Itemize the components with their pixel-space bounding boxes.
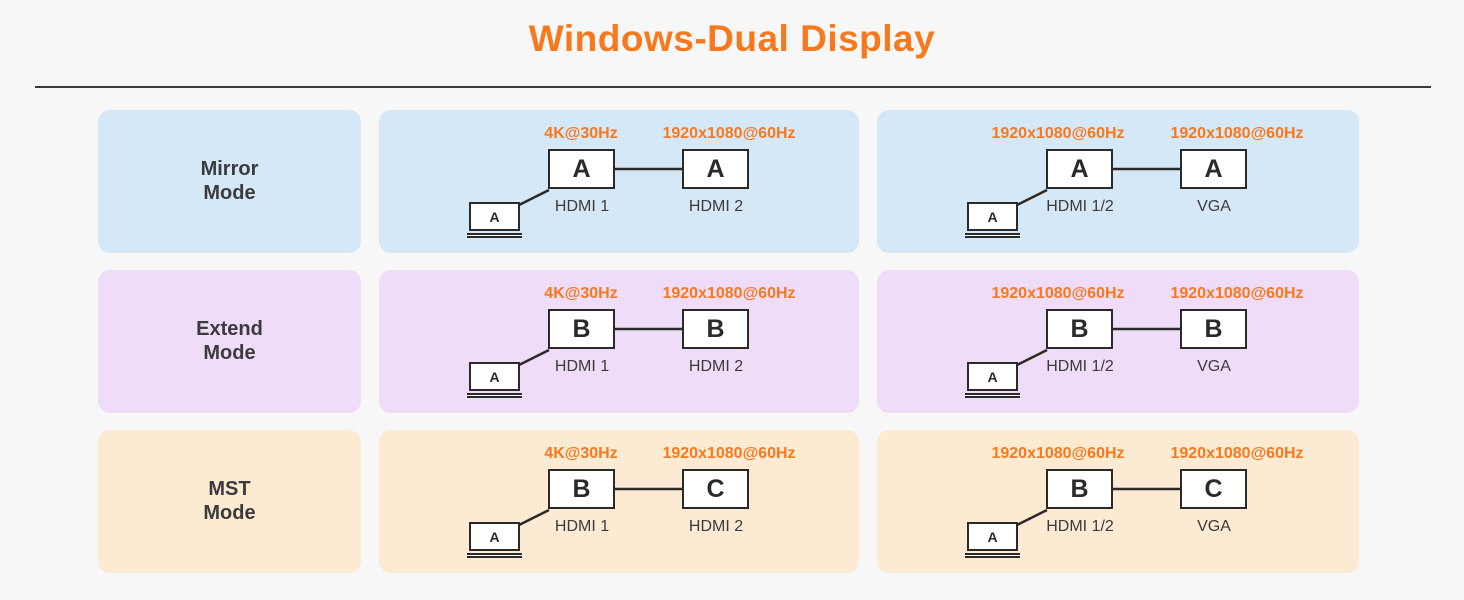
- laptop-letter: A: [987, 528, 998, 545]
- monitor-icon: A: [1180, 149, 1247, 189]
- monitor-icon: C: [682, 469, 749, 509]
- laptop-base-icon: [965, 233, 1020, 238]
- diagram-mst-hdmi: 4K@30Hz 1920x1080@60Hz B C HDMI 1 HDMI 2…: [379, 430, 859, 573]
- port-label: VGA: [1197, 358, 1231, 375]
- mode-label-line1: Mirror: [200, 157, 259, 180]
- port-label: HDMI 1: [554, 198, 610, 215]
- mode-label-extend: Extend Mode: [98, 270, 361, 413]
- laptop-base-icon: [965, 553, 1020, 558]
- port-label: HDMI 1: [554, 358, 610, 375]
- mode-label-line2: Mode: [203, 501, 256, 524]
- monitor-letter: B: [706, 314, 725, 343]
- laptop-icon: A: [967, 362, 1018, 391]
- laptop-letter: A: [987, 208, 998, 225]
- connection-lines-icon: [518, 487, 683, 527]
- resolution-label: 4K@30Hz: [544, 125, 618, 142]
- laptop-icon: A: [967, 202, 1018, 231]
- port-label: HDMI 1/2: [1046, 358, 1114, 375]
- monitor-icon: A: [548, 149, 615, 189]
- laptop-letter: A: [489, 208, 500, 225]
- monitor-icon: B: [1046, 309, 1113, 349]
- mode-label-line2: Mode: [203, 341, 256, 364]
- resolution-label: 4K@30Hz: [544, 285, 618, 302]
- resolution-label: 4K@30Hz: [544, 445, 618, 462]
- monitor-letter: B: [572, 314, 591, 343]
- port-label: VGA: [1197, 518, 1231, 535]
- port-label: HDMI 1/2: [1046, 198, 1114, 215]
- monitor-letter: C: [706, 474, 725, 503]
- laptop-letter: A: [987, 368, 998, 385]
- port-label: HDMI 2: [688, 518, 744, 535]
- title-divider: [35, 86, 1431, 88]
- resolution-label: 1920x1080@60Hz: [662, 445, 796, 462]
- connection-lines-icon: [1016, 487, 1181, 527]
- diagram-extend-hdmi: 4K@30Hz 1920x1080@60Hz B B HDMI 1 HDMI 2…: [379, 270, 859, 413]
- diagram-mirror-hdmi: 4K@30Hz 1920x1080@60Hz A A HDMI 1 HDMI 2…: [379, 110, 859, 253]
- monitor-letter: B: [1070, 474, 1089, 503]
- monitor-icon: B: [1180, 309, 1247, 349]
- monitor-letter: A: [1204, 154, 1223, 183]
- connection-lines-icon: [1016, 327, 1181, 367]
- laptop-base-icon: [467, 393, 522, 398]
- connection-lines-icon: [1016, 167, 1181, 207]
- resolution-label: 1920x1080@60Hz: [1170, 285, 1304, 302]
- mode-label-mst: MST Mode: [98, 430, 361, 573]
- monitor-icon: B: [1046, 469, 1113, 509]
- monitor-letter: B: [1070, 314, 1089, 343]
- monitor-letter: B: [572, 474, 591, 503]
- laptop-icon: A: [967, 522, 1018, 551]
- diagram-mirror-hdmi-vga: 1920x1080@60Hz 1920x1080@60Hz A A HDMI 1…: [877, 110, 1359, 253]
- laptop-icon: A: [469, 362, 520, 391]
- resolution-label: 1920x1080@60Hz: [991, 285, 1125, 302]
- laptop-icon: A: [469, 522, 520, 551]
- mode-label-line1: Extend: [196, 317, 263, 340]
- resolution-label: 1920x1080@60Hz: [991, 125, 1125, 142]
- mode-label-mirror: Mirror Mode: [98, 110, 361, 253]
- monitor-icon: C: [1180, 469, 1247, 509]
- connection-lines-icon: [518, 327, 683, 367]
- resolution-label: 1920x1080@60Hz: [1170, 445, 1304, 462]
- monitor-letter: B: [1204, 314, 1223, 343]
- monitor-letter: A: [706, 154, 725, 183]
- diagram-mst-hdmi-vga: 1920x1080@60Hz 1920x1080@60Hz B C HDMI 1…: [877, 430, 1359, 573]
- port-label: HDMI 1/2: [1046, 518, 1114, 535]
- laptop-letter: A: [489, 528, 500, 545]
- modes-grid: Mirror Mode 4K@30Hz 1920x1080@60Hz A A H…: [98, 110, 1359, 573]
- diagram-extend-hdmi-vga: 1920x1080@60Hz 1920x1080@60Hz B B HDMI 1…: [877, 270, 1359, 413]
- monitor-icon: A: [682, 149, 749, 189]
- resolution-label: 1920x1080@60Hz: [662, 125, 796, 142]
- connection-lines-icon: [518, 167, 683, 207]
- mode-label-line1: MST: [208, 477, 251, 500]
- monitor-icon: B: [682, 309, 749, 349]
- port-label: HDMI 2: [688, 358, 744, 375]
- resolution-label: 1920x1080@60Hz: [1170, 125, 1304, 142]
- resolution-label: 1920x1080@60Hz: [662, 285, 796, 302]
- page-title: Windows-Dual Display: [528, 18, 936, 59]
- port-label: HDMI 1: [554, 518, 610, 535]
- laptop-icon: A: [469, 202, 520, 231]
- monitor-letter: A: [1070, 154, 1089, 183]
- laptop-base-icon: [965, 393, 1020, 398]
- monitor-icon: B: [548, 469, 615, 509]
- port-label: HDMI 2: [688, 198, 744, 215]
- monitor-letter: C: [1204, 474, 1223, 503]
- port-label: VGA: [1197, 198, 1231, 215]
- resolution-label: 1920x1080@60Hz: [991, 445, 1125, 462]
- monitor-letter: A: [572, 154, 591, 183]
- laptop-letter: A: [489, 368, 500, 385]
- monitor-icon: A: [1046, 149, 1113, 189]
- mode-label-line2: Mode: [203, 181, 256, 204]
- laptop-base-icon: [467, 553, 522, 558]
- monitor-icon: B: [548, 309, 615, 349]
- laptop-base-icon: [467, 233, 522, 238]
